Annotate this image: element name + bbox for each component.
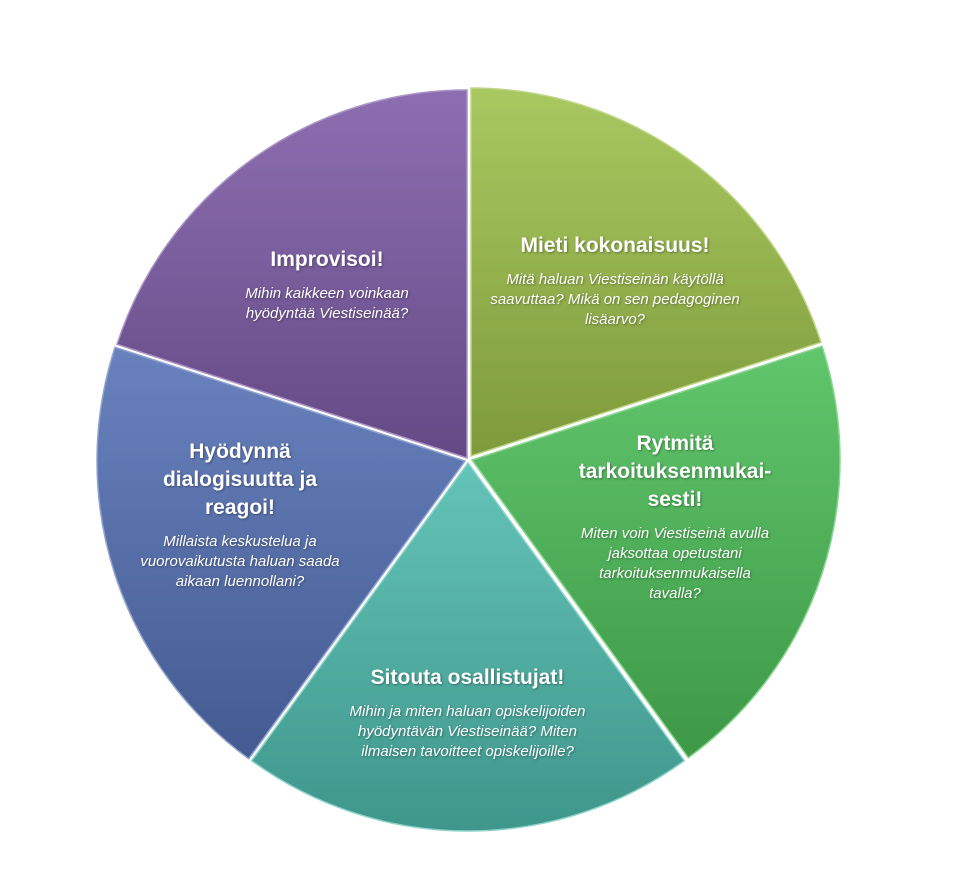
segment-text: Mihin kaikkeen voinkaan hyödyntää Viesti… [245,285,409,322]
segment-mieti-kokonaisuus: Mieti kokonaisuus! Mitä haluan Viestisei… [490,232,740,330]
segment-hyodynna: Hyödynnä dialogisuutta ja reagoi! Millai… [140,438,340,592]
segment-title: Mieti kokonaisuus! [520,234,710,257]
segment-title: Improvisoi! [270,248,384,271]
slice-rytmita [470,345,841,759]
slice-improvisoi [116,89,468,460]
slice-sitouta [250,461,686,832]
segment-title: Rytmitä tarkoituksenmukai-sesti! [578,432,772,511]
segment-text: Miten voin Viestiseinä avulla jaksottaa … [580,525,770,602]
segment-improvisoi: Improvisoi! Mihin kaikkeen voinkaan hyöd… [222,246,432,324]
segment-text: Millaista keskustelua ja vuorovaikutusta… [140,533,340,590]
segment-text: Mitä haluan Viestiseinän käytöllä saavut… [490,271,740,328]
segment-sitouta: Sitouta osallistujat! Mihin ja miten hal… [340,664,595,762]
segment-title: Hyödynnä dialogisuutta ja reagoi! [162,440,317,519]
slice-mieti-kokonaisuus [470,87,822,458]
slice-hyodynna [96,346,467,760]
segment-rytmita: Rytmitä tarkoituksenmukai-sesti! Miten v… [575,430,775,604]
segment-text: Mihin ja miten haluan opiskelijoiden hyö… [349,703,586,760]
segment-title: Sitouta osallistujat! [370,666,565,689]
